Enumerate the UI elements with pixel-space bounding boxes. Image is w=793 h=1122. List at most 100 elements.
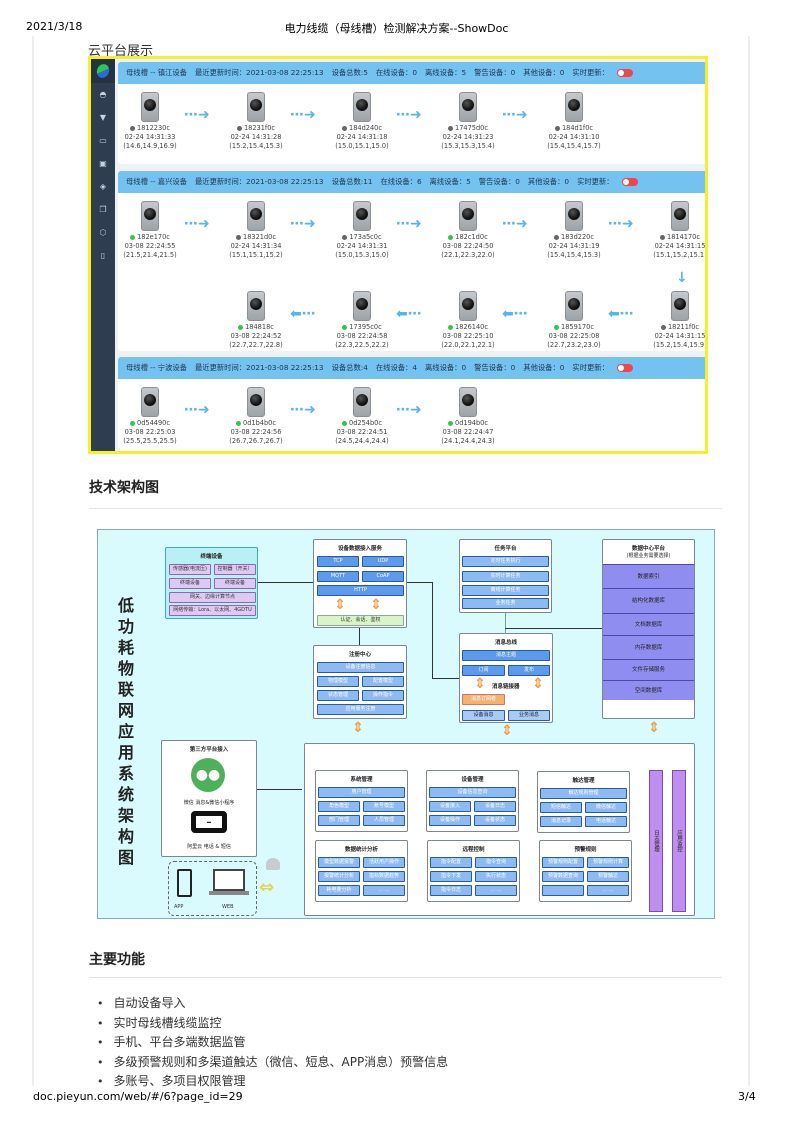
busbar-sensor-icon xyxy=(459,387,477,417)
phone-icon[interactable]: ▯ xyxy=(100,251,106,260)
arrow-left-icon: ⬅⋯ xyxy=(502,306,528,322)
module-item: 执行状态 xyxy=(475,871,517,882)
device-values: (24.5,24.4,24.4) xyxy=(335,437,389,445)
realtime-toggle[interactable] xyxy=(616,69,633,77)
device-time: 02-24 14:31:15 xyxy=(654,242,706,250)
group-last-update: 最近更新时间：2021-03-08 22:25:13 xyxy=(194,363,324,372)
registry-item: 物理模型 xyxy=(317,676,359,687)
title-char: 功 xyxy=(117,617,134,636)
plugin-icon[interactable]: ⬡ xyxy=(99,228,107,237)
busbar-sensor-icon xyxy=(459,201,477,231)
database-item: 内存数据库 xyxy=(603,635,694,659)
device-time: 02-24 14:31:31 xyxy=(336,242,388,250)
group-last-update: 最近更新时间：2021-03-08 22:25:13 xyxy=(194,68,324,77)
device-id: 1859170c xyxy=(561,323,594,331)
book-icon[interactable]: ▣ xyxy=(99,159,107,168)
busbar-sensor-icon xyxy=(459,92,477,122)
monitor-icon[interactable]: ▭ xyxy=(99,136,107,145)
web-label: WEB xyxy=(222,904,234,910)
device-values: (15.0,15.1,15.0) xyxy=(335,142,389,150)
app-sidebar: ◓ ▼ ▭ ▣ ◈ ❐ ⬡ ▯ xyxy=(91,59,115,451)
status-dot xyxy=(236,234,241,240)
cloud-section-label: 云平台展示 xyxy=(88,44,154,59)
arrow-right-icon: ⋯➜ xyxy=(396,402,422,418)
device-time: 02-24 14:31:34 xyxy=(230,242,282,250)
status-dot xyxy=(236,125,242,131)
group-total: 设备总数:4 xyxy=(331,363,368,372)
module-item: 账号模型 xyxy=(363,801,405,812)
arrow-right-icon: ⋯➜ xyxy=(184,402,210,418)
status-dot xyxy=(238,324,244,330)
device-values: (22.0,22.1,22.1) xyxy=(441,341,495,349)
log-management-bar: 日志管理 xyxy=(649,770,663,912)
group-other: 其他设备：0 xyxy=(527,177,570,186)
terminal-devices-panel: 终端设备 传感器(电流压) 控制器（开关） 终端设备 终端设备 网关、边缘计算节… xyxy=(165,547,258,619)
device-values: (22.7,23.2,23.0) xyxy=(547,341,601,349)
feature-item: 手机、平台多端数据监管 xyxy=(97,1033,448,1053)
feature-item: 多级预警规则和多渠道触达（微信、短息、APP消息）预警信息 xyxy=(97,1053,449,1073)
divider xyxy=(89,977,722,978)
module-item: ... ... xyxy=(587,885,629,896)
device-time: 03-08 22:25:10 xyxy=(442,332,494,340)
realtime-toggle[interactable] xyxy=(621,178,638,186)
shirt-icon[interactable]: ▼ xyxy=(99,113,107,122)
laptop-icon xyxy=(213,869,245,891)
device-values: (15.0,15.3,15.0) xyxy=(335,251,389,259)
panel-subtitle: (根据业务需要选择) xyxy=(626,553,671,559)
registry-item: 配置模型 xyxy=(362,676,404,687)
device-time: 02-24 14:31:23 xyxy=(442,133,494,141)
group-total: 设备总数:5 xyxy=(331,68,368,77)
copy-icon[interactable]: ❐ xyxy=(99,205,107,214)
arrow-right-icon: ⋯➜ xyxy=(502,107,528,123)
busbar-sensor-icon xyxy=(565,291,583,321)
busbar-sensor-icon xyxy=(141,387,159,417)
group-offline: 离线设备：5 xyxy=(429,177,471,186)
clients-group: APP WEB xyxy=(168,861,257,916)
term-item: 控制器（开关） xyxy=(214,564,256,575)
term-item: 网络传输：Lora、以太网、4GDTU xyxy=(169,605,256,616)
module-item: 人员管理 xyxy=(363,815,405,826)
bidirectional-arrow-icon: ⇕ xyxy=(501,723,513,739)
device-id: 182e170c xyxy=(137,233,170,241)
feature-item: 自动设备导入 xyxy=(97,994,448,1014)
dashboard-icon[interactable]: ◓ xyxy=(99,90,107,99)
module-item: 角色模型 xyxy=(318,801,360,812)
registry-item: 操作指令 xyxy=(362,690,404,701)
bidirectional-arrow-icon: ⇕ xyxy=(648,720,660,736)
panel-title: 消息总线 xyxy=(494,640,517,646)
registry-item: 应用服务注册 xyxy=(317,704,404,715)
status-dot xyxy=(448,125,453,131)
realtime-toggle[interactable] xyxy=(616,364,633,372)
device-values: (24.1,24.4,24.3) xyxy=(441,437,495,445)
robot-icon[interactable]: ◈ xyxy=(99,182,107,191)
registry-panel: 注册中心 设备注册信息 物理模型 配置模型 状态管理 操作指令 应用服务注册 xyxy=(313,645,407,719)
module-title: 数据统计分析 xyxy=(344,847,378,853)
device-id: 18231f0c xyxy=(243,124,276,132)
features-list: 自动设备导入实时母线槽线缆监控手机、平台多端数据监管多级预警规则和多渠道触达（微… xyxy=(97,994,449,1092)
bidirectional-horizontal-arrow-icon: ⇔ xyxy=(259,877,275,898)
module-item: 电话触达 xyxy=(585,816,627,827)
group-online: 在线设备：6 xyxy=(380,177,422,186)
busbar-sensor-icon xyxy=(141,201,159,231)
bus-item: 设备消息 xyxy=(462,710,505,721)
